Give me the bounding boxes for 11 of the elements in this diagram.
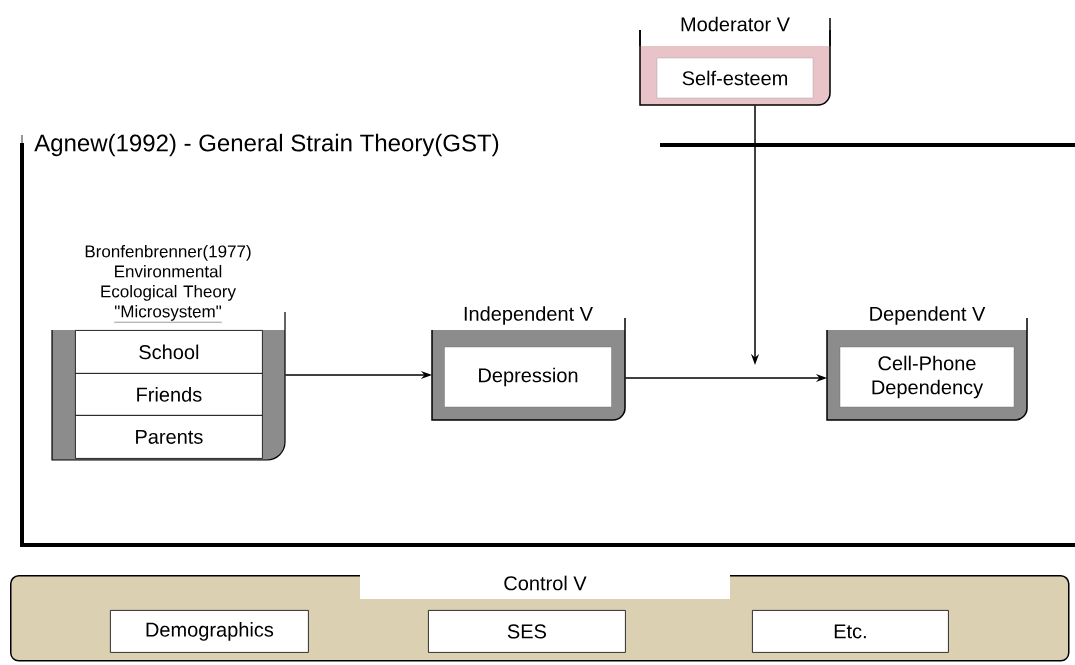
group-heading: Bronfenbrenner(1977) Environmental Ecological Theory bbox=[85, 244, 251, 301]
text-box: School bbox=[75, 330, 263, 374]
frame-title: Agnew(1992) - General Strain Theory(GST) bbox=[34, 133, 499, 157]
text-box: SES bbox=[428, 610, 626, 653]
text-box: Friends bbox=[75, 373, 263, 416]
moderator-box: Moderator V Self-esteem bbox=[639, 8, 831, 106]
frame bbox=[20, 134, 1075, 547]
group-subheading: "Microsystem" bbox=[114, 304, 222, 323]
text-box: Etc. bbox=[752, 610, 949, 653]
text-box: Parents bbox=[75, 415, 263, 459]
text-box: Demographics bbox=[110, 610, 309, 653]
